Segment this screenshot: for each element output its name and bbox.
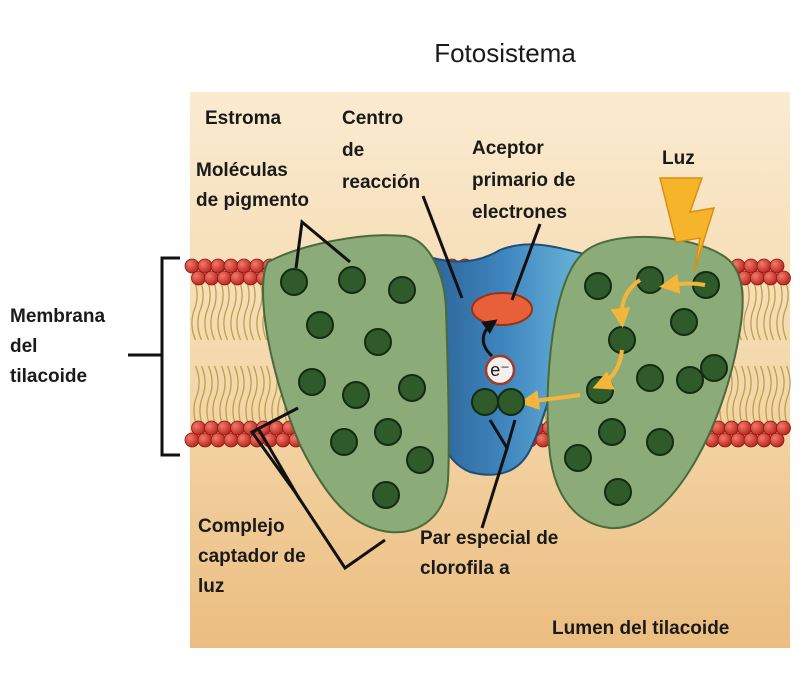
lipid-tail	[745, 365, 752, 423]
lipid-tail	[752, 365, 759, 423]
label-light-harvesting-1: Complejo	[198, 516, 285, 537]
label-thylakoid-lumen: Lumen del tilacoide	[552, 618, 729, 639]
label-light-harvesting-3: luz	[198, 576, 224, 597]
lipid-tail	[217, 283, 224, 341]
lipid-tail	[210, 283, 217, 341]
lipid-head	[769, 432, 785, 448]
lipid-tail	[206, 365, 213, 423]
lipid-tail	[238, 365, 245, 423]
lipid-tail	[212, 365, 219, 423]
lipid-tail	[765, 365, 772, 423]
pigment-molecule	[598, 418, 626, 446]
lipid-head	[769, 258, 785, 274]
special-pair-chlorophyll-a	[471, 388, 525, 416]
pigment-molecule	[670, 308, 698, 336]
lipid-tail	[769, 283, 776, 341]
label-reaction-center-3: reacción	[342, 172, 420, 193]
label-pigment-molecules-2: de pigmento	[196, 190, 309, 211]
lipid-tail	[258, 365, 265, 423]
diagram-title: Fotosistema	[434, 38, 576, 68]
lipid-head	[776, 420, 791, 436]
pigment-molecule	[306, 311, 334, 339]
pigment-molecule	[374, 418, 402, 446]
pigment-molecule	[584, 272, 612, 300]
label-reaction-center-1: Centro	[342, 108, 403, 129]
pigment-molecule	[298, 368, 326, 396]
label-primary-acceptor-3: electrones	[472, 202, 567, 223]
electron: e⁻	[484, 354, 516, 386]
lipid-tail	[219, 365, 226, 423]
lipid-tail	[223, 283, 230, 341]
lipid-tail	[763, 283, 770, 341]
lipid-tail	[784, 365, 791, 423]
label-pigment-molecules-1: Moléculas	[196, 160, 288, 181]
pigment-molecule	[700, 354, 728, 382]
lipid-tail	[771, 365, 778, 423]
label-light-harvesting-2: captador de	[198, 546, 306, 567]
lipid-tail	[756, 283, 763, 341]
pigment-molecule	[280, 268, 308, 296]
lipid-tail	[782, 283, 789, 341]
pigment-molecule	[564, 444, 592, 472]
pigment-molecule	[364, 328, 392, 356]
lipid-tail	[739, 365, 746, 423]
lipid-tail	[256, 283, 263, 341]
lipid-tail	[193, 365, 200, 423]
lipid-head	[776, 270, 791, 286]
pigment-molecule	[676, 366, 704, 394]
electron-arrow	[481, 319, 498, 358]
pigment-molecule	[608, 326, 636, 354]
pigment-molecule	[646, 428, 674, 456]
lipid-tail	[243, 283, 250, 341]
lipid-tail	[225, 365, 232, 423]
lipid-tail	[249, 283, 256, 341]
lipid-tail	[743, 283, 750, 341]
label-thylakoid-membrane-3: tilacoide	[10, 366, 87, 387]
label-reaction-center-2: de	[342, 140, 364, 161]
pigment-molecule	[406, 446, 434, 474]
lipid-tail	[199, 365, 206, 423]
leader-lines	[249, 195, 542, 571]
label-thylakoid-membrane-1: Membrana	[10, 306, 105, 327]
lipid-tail	[758, 365, 765, 423]
pigment-molecule	[636, 364, 664, 392]
label-special-pair-1: Par especial de	[420, 528, 558, 549]
light-lightning-icon	[659, 177, 716, 273]
lipid-tail	[236, 283, 243, 341]
pigment-molecule	[330, 428, 358, 456]
pigment-molecule	[342, 381, 370, 409]
lipid-tail	[230, 283, 237, 341]
primary-electron-acceptor	[471, 292, 533, 326]
label-primary-acceptor-1: Aceptor	[472, 138, 544, 159]
membrane-bracket	[128, 256, 180, 457]
lipid-tail	[232, 365, 239, 423]
label-stroma: Estroma	[205, 108, 281, 129]
pigment-molecule	[388, 276, 416, 304]
pigment-molecule	[604, 478, 632, 506]
pigment-molecule	[398, 374, 426, 402]
lipid-tail	[776, 283, 783, 341]
electron-label: e⁻	[490, 360, 510, 380]
lipid-tail	[778, 365, 785, 423]
label-thylakoid-membrane-2: del	[10, 336, 37, 357]
lipid-tail	[197, 283, 204, 341]
lipid-tail	[245, 365, 252, 423]
energy-transfer-arrows	[519, 273, 706, 411]
label-light: Luz	[662, 148, 695, 169]
lipid-tail	[191, 283, 198, 341]
pigment-molecule	[372, 481, 400, 509]
pigment-molecules	[280, 266, 728, 509]
lipid-tail	[732, 365, 739, 423]
lipid-tail	[251, 365, 258, 423]
label-primary-acceptor-2: primario de	[472, 170, 575, 191]
pigment-molecule	[636, 266, 664, 294]
label-special-pair-2: clorofila a	[420, 558, 510, 579]
lipid-tail	[204, 283, 211, 341]
pigment-molecule	[338, 266, 366, 294]
lipid-tail	[750, 283, 757, 341]
lipid-tail	[264, 365, 271, 423]
